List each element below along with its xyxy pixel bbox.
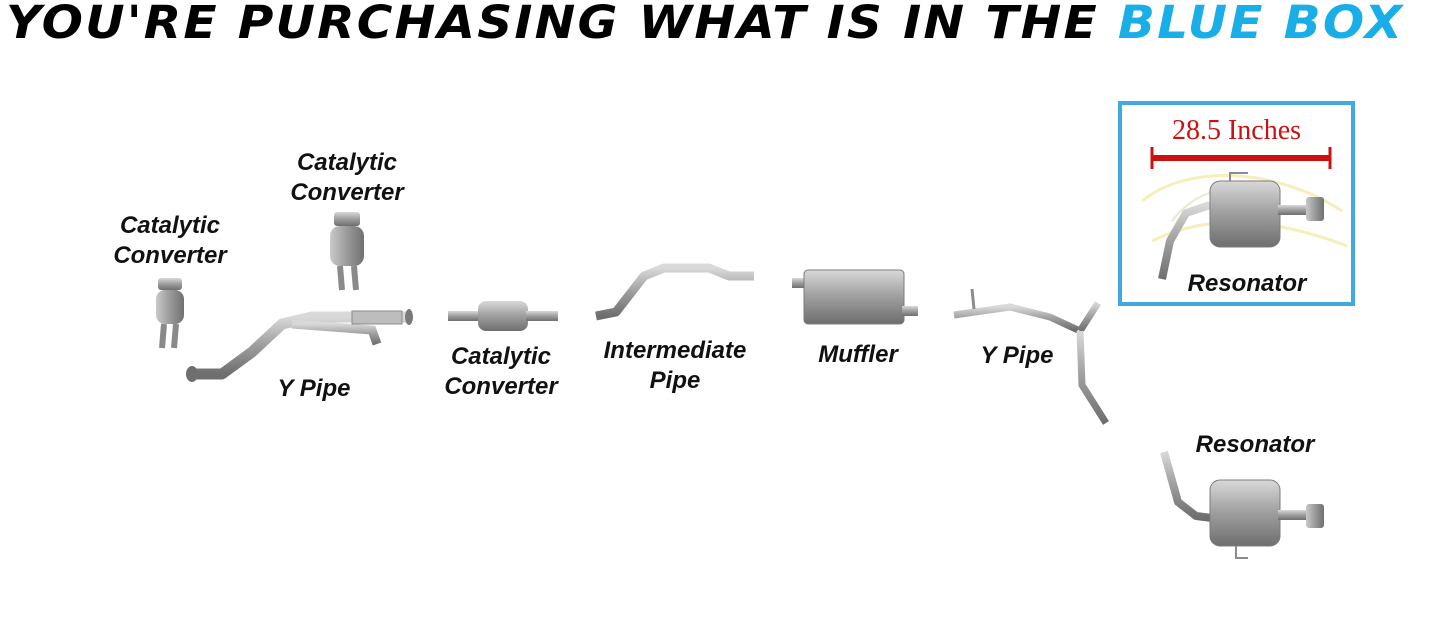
- intermediate-pipe-line-2: Pipe: [649, 367, 701, 394]
- muffler-text: Muffler: [818, 341, 898, 368]
- cat-middle-line-2: Converter: [444, 373, 558, 400]
- resonator-boxed-label: Resonator: [1162, 269, 1332, 299]
- intermediate-pipe-line-1: Intermediate: [603, 337, 747, 364]
- intermediate-pipe-label: Intermediate Pipe: [578, 336, 772, 396]
- muffler-label: Muffler: [798, 340, 918, 370]
- y-pipe-1-label: Y Pipe: [260, 374, 368, 404]
- resonator-boxed-part: [1158, 172, 1324, 280]
- y-pipe-1-text: Y Pipe: [277, 375, 351, 402]
- cat-left-label: Catalytic Converter: [98, 211, 242, 271]
- resonator-lower-part: [1160, 450, 1324, 559]
- cat-middle-part: [448, 301, 558, 331]
- headline-main: YOU'RE PURCHASING WHAT IS IN THE: [6, 0, 1118, 49]
- blue-box: 28.5 Inches Resonator: [1118, 101, 1355, 306]
- y-pipe-2-part: [953, 288, 1109, 425]
- cat-middle-label: Catalytic Converter: [424, 342, 578, 402]
- cat-top-part: [330, 212, 364, 291]
- cat-left-line-1: Catalytic: [119, 212, 221, 239]
- headline: YOU'RE PURCHASING WHAT IS IN THE BLUE BO…: [6, 0, 1445, 49]
- resonator-boxed-text: Resonator: [1187, 270, 1307, 297]
- resonator-lower-label: Resonator: [1170, 430, 1340, 460]
- measurement-label: 28.5 Inches: [1171, 115, 1302, 146]
- cat-top-line-2: Converter: [290, 179, 404, 206]
- headline-accent: BLUE BOX: [1117, 0, 1405, 49]
- cat-middle-line-1: Catalytic: [450, 343, 552, 370]
- intermediate-pipe-part: [595, 263, 754, 321]
- y-pipe-2-label: Y Pipe: [962, 341, 1072, 371]
- cat-left-line-2: Converter: [113, 242, 227, 269]
- muffler-part: [792, 269, 918, 325]
- resonator-lower-text: Resonator: [1195, 431, 1315, 458]
- measurement-line: [1150, 147, 1332, 169]
- cat-top-line-1: Catalytic: [296, 149, 398, 176]
- cat-left-part: [156, 278, 184, 349]
- y-pipe-2-text: Y Pipe: [980, 342, 1054, 369]
- y-pipe-1-part: [186, 309, 413, 382]
- cat-top-label: Catalytic Converter: [273, 148, 421, 208]
